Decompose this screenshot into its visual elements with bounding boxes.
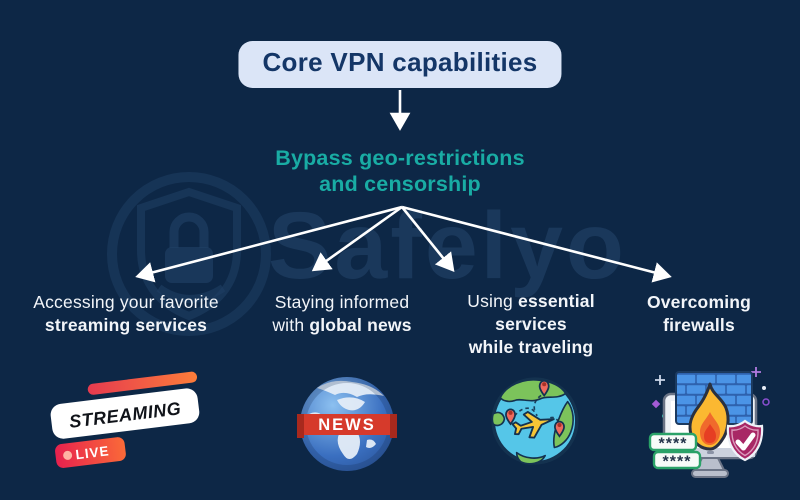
- live-badge: [55, 437, 126, 468]
- firewall-line-1: Overcoming: [646, 292, 752, 312]
- live-badge-text: LIVE: [75, 443, 111, 462]
- travel-globe-pins-icon: [491, 377, 579, 465]
- subtitle-line-1: Bypass geo-restrictions: [275, 146, 525, 170]
- column-streaming-label: Accessing your favorite streaming servic…: [18, 291, 234, 337]
- news-line-1: Staying informed: [274, 292, 410, 312]
- password-mask-2: ****: [663, 454, 692, 471]
- subtitle-line-2: and censorship: [319, 172, 481, 196]
- title-badge: Core VPN capabilities: [238, 41, 562, 88]
- streaming-pill: [50, 388, 200, 439]
- streaming-line-1: Accessing your favorite: [33, 292, 219, 312]
- news-banner-text: NEWS: [318, 416, 376, 434]
- firewall-monitor-icon: **** ****: [648, 367, 770, 478]
- password-field-icon: **** ****: [648, 432, 702, 471]
- streaming-top-bar: [87, 371, 198, 395]
- location-pin-icons: [505, 379, 565, 438]
- column-firewall-label: Overcoming firewalls: [611, 291, 787, 337]
- password-mask-1: ****: [659, 436, 688, 453]
- brand-watermark: Safelyo: [268, 193, 627, 299]
- news-banner: NEWS: [297, 414, 397, 438]
- travel-line-1-prefix: Using: [467, 291, 519, 311]
- shield-check-icon: [726, 419, 764, 462]
- news-line-2-bold: global news: [309, 315, 412, 335]
- live-dot-icon: [63, 450, 73, 460]
- travel-line-2: services: [495, 314, 567, 334]
- flame-icon: [688, 382, 730, 451]
- streaming-live-badge-icon: STREAMING LIVE: [50, 371, 200, 468]
- streaming-line-2: streaming services: [44, 315, 208, 335]
- column-news-label: Staying informed with global news: [252, 291, 432, 337]
- news-globe-icon: NEWS: [297, 377, 397, 471]
- firewall-line-2: firewalls: [663, 315, 735, 335]
- travel-line-3: while traveling: [468, 337, 594, 357]
- subtitle-heading: Bypass geo-restrictions and censorship: [0, 145, 800, 197]
- travel-line-1-bold: essential: [518, 291, 595, 311]
- column-travel-label: Using essential services while traveling: [441, 290, 621, 359]
- airplane-icon: [511, 410, 555, 439]
- news-line-2-prefix: with: [272, 315, 310, 335]
